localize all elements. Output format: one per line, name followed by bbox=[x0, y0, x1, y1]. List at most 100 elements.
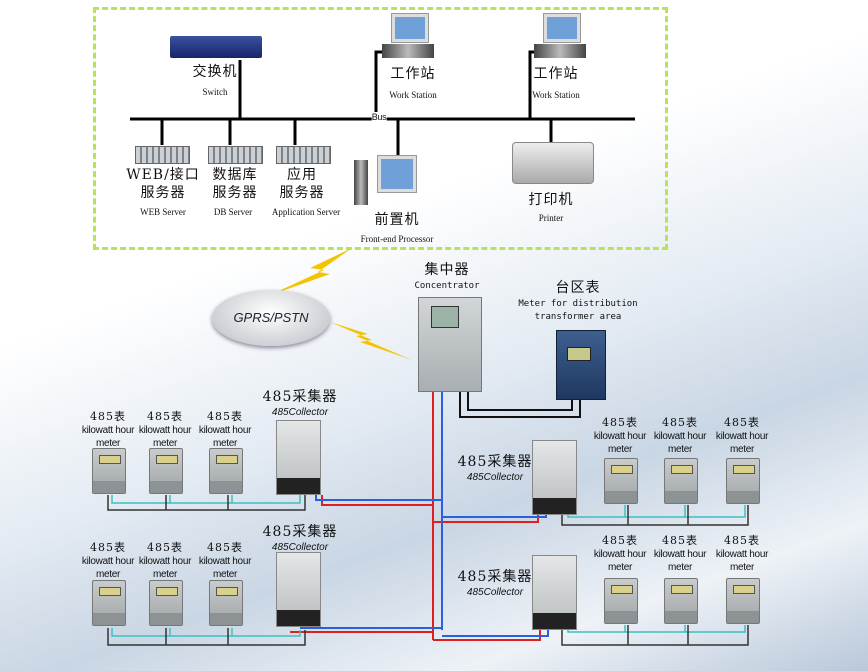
printer-label-cn: 打印机 bbox=[528, 192, 574, 208]
area-meter-label-en-1: Meter for distribution bbox=[518, 299, 638, 309]
blue-485-wire bbox=[300, 392, 549, 637]
meter-label-cn: 485表 bbox=[602, 534, 638, 547]
meter-label-en-2: meter bbox=[607, 562, 633, 573]
printer-icon bbox=[512, 142, 594, 184]
kilowatt-hour-meter-device bbox=[92, 448, 126, 494]
meter-label-en-2: meter bbox=[152, 569, 178, 580]
server-label-cn-2: 服务器 bbox=[279, 185, 325, 201]
printer-label-en: Printer bbox=[538, 213, 564, 223]
switch-label-en: Switch bbox=[202, 87, 228, 97]
collector-label-en: 485Collector bbox=[271, 407, 329, 418]
server-label-cn-2: 服务器 bbox=[212, 185, 258, 201]
kilowatt-hour-meter-device bbox=[92, 580, 126, 626]
meter-label-cn: 485表 bbox=[724, 416, 760, 429]
kilowatt-hour-meter-device bbox=[726, 458, 760, 504]
workstation-label-cn: 工作站 bbox=[533, 66, 579, 82]
switch-icon bbox=[170, 36, 262, 58]
kilowatt-hour-meter-device bbox=[209, 580, 243, 626]
meter-label-en-1: kilowatt hour bbox=[81, 425, 135, 436]
workstation-1-link bbox=[374, 50, 388, 119]
concentrator-device bbox=[418, 297, 482, 392]
collector-device bbox=[276, 552, 321, 627]
meter-label-en-1: kilowatt hour bbox=[198, 556, 252, 567]
front-end-monitor-icon bbox=[378, 156, 416, 192]
kilowatt-hour-meter-device bbox=[664, 458, 698, 504]
area-meter-label-en-2: transformer area bbox=[534, 312, 622, 322]
meter-label-en-1: kilowatt hour bbox=[715, 549, 769, 560]
server-icon bbox=[135, 146, 190, 164]
workstation-2-link bbox=[528, 50, 540, 119]
collector-label-en: 485Collector bbox=[466, 587, 524, 598]
workstation-monitor-icon bbox=[544, 14, 580, 42]
meter-label-en-1: kilowatt hour bbox=[81, 556, 135, 567]
meter-label-cn: 485表 bbox=[90, 410, 126, 423]
server-label-cn-1: WEB/接口 bbox=[126, 167, 200, 183]
workstation-label-en: Work Station bbox=[389, 90, 437, 100]
meter-label-cn: 485表 bbox=[662, 416, 698, 429]
collector-label-cn: 485采集器 bbox=[262, 524, 338, 540]
server-icon bbox=[276, 146, 331, 164]
collector-label-en: 485Collector bbox=[466, 472, 524, 483]
meter-label-cn: 485表 bbox=[602, 416, 638, 429]
kilowatt-hour-meter-device bbox=[149, 580, 183, 626]
kilowatt-hour-meter-device bbox=[604, 578, 638, 624]
workstation-case-icon bbox=[534, 44, 586, 58]
meter-label-cn: 485表 bbox=[207, 410, 243, 423]
meter-label-en-2: meter bbox=[667, 444, 693, 455]
backbone-network-frame bbox=[93, 7, 668, 250]
collector-label-cn: 485采集器 bbox=[457, 454, 533, 470]
workstation-label-cn: 工作站 bbox=[390, 66, 436, 82]
meter-label-cn: 485表 bbox=[724, 534, 760, 547]
front-end-label-cn: 前置机 bbox=[374, 212, 420, 228]
front-end-case-icon bbox=[354, 160, 368, 205]
concentrator-label-cn: 集中器 bbox=[424, 262, 470, 278]
server-label-en: WEB Server bbox=[140, 207, 186, 217]
cloud-label: GPRS/PSTN bbox=[233, 310, 309, 325]
meter-label-cn: 485表 bbox=[147, 541, 183, 554]
switch-label-cn: 交换机 bbox=[192, 64, 238, 80]
meter-label-en-2: meter bbox=[95, 438, 121, 449]
lightning-bolt-upper bbox=[268, 248, 352, 296]
collector-label-cn: 485采集器 bbox=[262, 389, 338, 405]
meter-label-en-2: meter bbox=[212, 438, 238, 449]
meter-bus-left bbox=[107, 495, 306, 646]
meter-label-en-1: kilowatt hour bbox=[653, 431, 707, 442]
collector-device bbox=[276, 420, 321, 495]
collector-label-cn: 485采集器 bbox=[457, 569, 533, 585]
workstation-monitor-icon bbox=[392, 14, 428, 42]
meter-bus-right bbox=[561, 505, 749, 646]
server-label-en: Application Server bbox=[271, 207, 341, 217]
meter-label-en-2: meter bbox=[152, 438, 178, 449]
meter-label-en-2: meter bbox=[95, 569, 121, 580]
meter-label-en-1: kilowatt hour bbox=[653, 549, 707, 560]
collector-device bbox=[532, 555, 577, 630]
meter-label-cn: 485表 bbox=[90, 541, 126, 554]
meter-label-en-1: kilowatt hour bbox=[138, 556, 192, 567]
area-meter-wires bbox=[459, 392, 581, 418]
meter-label-en-2: meter bbox=[667, 562, 693, 573]
meter-label-en-1: kilowatt hour bbox=[715, 431, 769, 442]
server-label-cn-1: 应用 bbox=[287, 167, 317, 183]
concentrator-label-en: Concentrator bbox=[414, 281, 480, 291]
meter-label-en-2: meter bbox=[729, 562, 755, 573]
server-icon bbox=[208, 146, 263, 164]
front-end-label-en: Front-end Processor bbox=[360, 234, 434, 244]
lightning-bolt-lower bbox=[330, 322, 412, 360]
meter-label-en-1: kilowatt hour bbox=[593, 549, 647, 560]
meter-label-en-2: meter bbox=[212, 569, 238, 580]
area-meter-device bbox=[556, 330, 606, 400]
meter-label-en-2: meter bbox=[729, 444, 755, 455]
meter-label-cn: 485表 bbox=[207, 541, 243, 554]
meter-label-cn: 485表 bbox=[147, 410, 183, 423]
kilowatt-hour-meter-device bbox=[664, 578, 698, 624]
collector-device bbox=[532, 440, 577, 515]
kilowatt-hour-meter-device bbox=[149, 448, 183, 494]
kilowatt-hour-meter-device bbox=[604, 458, 638, 504]
collector-label-en: 485Collector bbox=[271, 542, 329, 553]
area-meter-label-cn: 台区表 bbox=[555, 280, 601, 296]
workstation-label-en: Work Station bbox=[532, 90, 580, 100]
server-label-en: DB Server bbox=[213, 207, 253, 217]
meter-label-en-2: meter bbox=[607, 444, 633, 455]
bus-label: Bus bbox=[371, 112, 387, 123]
